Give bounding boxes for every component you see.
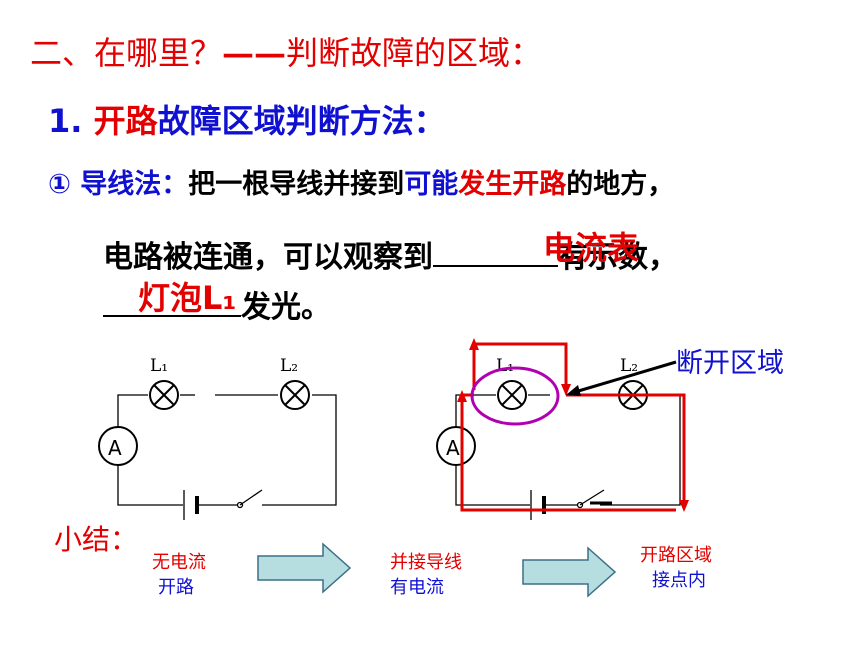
step3-line2: 接点内: [652, 570, 706, 591]
summary-step-1: 无电流 开路: [152, 550, 206, 600]
line4-before: 电路被连通，可以观察到: [103, 240, 433, 275]
method-num: ①: [48, 169, 71, 200]
fill-line-1: 电路被连通，可以观察到 有示数，: [103, 232, 678, 276]
summary-step-3: 开路区域 接点内: [640, 543, 712, 593]
lamp-icon: [149, 380, 179, 410]
page-heading: 二、在哪里？——判断故障的区域：: [30, 28, 542, 74]
circuit-left: [98, 380, 337, 520]
answer-lamp: 灯泡L₁: [138, 279, 237, 317]
lamp-icon: [497, 380, 527, 410]
fill-line-2: 发光。: [103, 282, 331, 326]
summary-step-2: 并接导线 有电流: [390, 550, 462, 600]
section-title: 1. 开路故障区域判断方法：: [48, 96, 446, 142]
ammeter-icon: [436, 426, 476, 466]
summary-label: 小结：: [54, 523, 139, 556]
heading-dash: ——: [222, 34, 287, 72]
method-text2: 的地方，: [566, 169, 675, 200]
step1-line2: 开路: [158, 577, 194, 598]
flow-arrow-icon: [522, 546, 617, 598]
current-arrowheads: [457, 338, 689, 512]
heading-part1: 二、在哪里？: [30, 34, 223, 72]
lamp1-label: L₁: [496, 356, 514, 376]
method-name: 导线法：: [80, 169, 189, 200]
method-blue1: 可能: [404, 169, 459, 200]
flow-arrow-icon: [257, 542, 352, 594]
ammeter-label: A: [446, 436, 460, 460]
lamp2-label: L₂: [620, 356, 638, 376]
method-text1: 把一根导线并接到: [188, 169, 405, 200]
step1-line1: 无电流: [152, 552, 206, 573]
step2-line1: 并接导线: [390, 552, 462, 573]
region-label: 断开区域: [676, 348, 784, 379]
method-line: ① 导线法：把一根导线并接到可能发生开路的地方，: [48, 162, 674, 201]
heading-part2: 判断故障的区域：: [286, 34, 543, 72]
pointer-arrowhead: [566, 385, 581, 396]
step2-line2: 有电流: [390, 577, 444, 598]
lamp1-label: L₁: [150, 356, 168, 376]
ammeter-label: A: [108, 436, 122, 460]
section-number: 1.: [48, 102, 83, 140]
ammeter-icon: [98, 426, 138, 466]
blank-2: [103, 289, 241, 317]
fault-region-ellipse: [470, 366, 560, 426]
section-rest: 故障区域判断方法：: [157, 102, 446, 140]
method-red1: 发生开路: [458, 169, 567, 200]
section-red-word: 开路: [93, 102, 158, 140]
pointer-line: [574, 360, 677, 394]
step3-line1: 开路区域: [640, 545, 712, 566]
line4-after: 有示数，: [558, 240, 678, 275]
line5-after: 发光。: [241, 290, 331, 325]
blank-1: [433, 239, 558, 267]
answer-ammeter: 电流表: [543, 229, 640, 267]
lamp2-label: L₂: [280, 356, 298, 376]
lamp-icon: [280, 380, 310, 410]
current-path: [460, 342, 686, 512]
